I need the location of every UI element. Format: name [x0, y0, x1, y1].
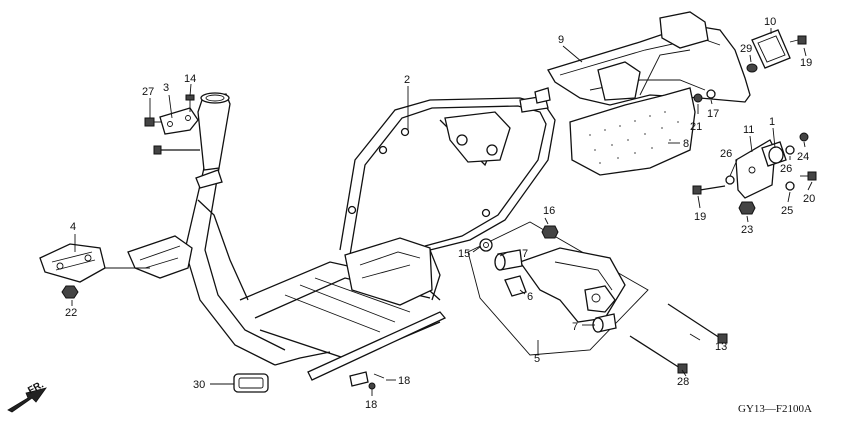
label-19-lower: 19 — [694, 211, 706, 223]
bracket-4 — [39, 243, 150, 283]
label-26-left: 26 — [720, 148, 732, 160]
fasteners-upper-right — [693, 35, 807, 103]
head-stay-plate — [144, 94, 223, 189]
screws-18 — [368, 373, 385, 390]
label-18-lower: 18 — [365, 399, 377, 411]
label-7-upper: 7 — [522, 248, 528, 260]
label-29: 29 — [740, 43, 752, 55]
diagram-code: GY13—F2100A — [738, 403, 812, 415]
label-13: 13 — [715, 341, 727, 353]
label-17: 17 — [707, 108, 719, 120]
frame-body — [127, 87, 556, 387]
bracket-11-with-bush — [692, 132, 817, 215]
label-30: 30 — [193, 379, 205, 391]
lid-30 — [233, 373, 269, 393]
long-bolts — [629, 303, 728, 374]
label-25: 25 — [781, 205, 793, 217]
label-11: 11 — [743, 124, 754, 136]
label-3: 3 — [163, 82, 169, 94]
fr-arrow-icon: FR. — [7, 379, 47, 413]
leader-lines — [71, 28, 813, 396]
label-28: 28 — [677, 376, 689, 388]
label-5: 5 — [534, 353, 540, 365]
part-labels: 27 3 14 2 4 22 9 10 29 19 21 17 8 11 1 2… — [65, 16, 815, 411]
reflector-plate-10 — [751, 29, 791, 69]
label-19-top: 19 — [800, 57, 812, 69]
label-1: 1 — [769, 116, 775, 128]
label-4: 4 — [70, 221, 76, 233]
label-2: 2 — [404, 74, 410, 86]
label-23: 23 — [741, 224, 753, 236]
label-24: 24 — [797, 151, 809, 163]
fr-mark: FR. — [26, 379, 46, 396]
label-7-lower: 7 — [572, 321, 578, 333]
label-18-right: 18 — [398, 375, 410, 387]
label-6: 6 — [527, 291, 533, 303]
label-10: 10 — [764, 16, 776, 28]
label-20: 20 — [803, 193, 815, 205]
rear-fender-9 — [547, 11, 751, 106]
label-15: 15 — [458, 248, 470, 260]
label-14: 14 — [184, 73, 196, 85]
label-26-right: 26 — [780, 163, 792, 175]
label-8: 8 — [683, 138, 689, 150]
label-9: 9 — [558, 34, 564, 46]
label-27: 27 — [142, 86, 154, 98]
label-21: 21 — [690, 121, 702, 133]
engine-hanger-5 — [467, 221, 649, 356]
nut-22 — [61, 285, 79, 299]
label-16: 16 — [543, 205, 555, 217]
splash-guard-8 — [569, 87, 696, 176]
label-22: 22 — [65, 307, 77, 319]
